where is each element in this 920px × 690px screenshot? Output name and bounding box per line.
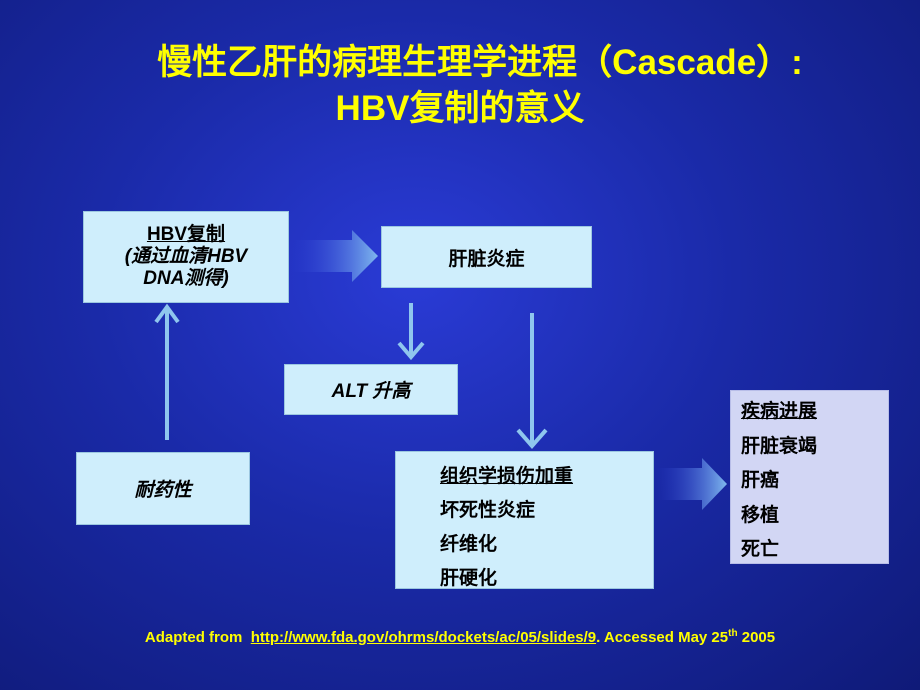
slide-title: 慢性乙肝的病理生理学进程（Cascade）: HBV复制的意义 xyxy=(0,40,920,132)
liver-label: 肝脏炎症 xyxy=(448,248,525,270)
tissue-item: 坏死性炎症 xyxy=(440,500,536,521)
hbv-replication-box: HBV复制 (通过血清HBV DNA测得) xyxy=(83,211,289,303)
title-line-1: 慢性乙肝的病理生理学进程（Cascade）: xyxy=(157,43,803,82)
source-footer: Adapted from http://www.fda.gov/ohrms/do… xyxy=(0,628,920,646)
outcome-heading: 疾病进展 xyxy=(741,401,818,422)
arrow-tissue-to-outcome xyxy=(656,458,727,510)
arrow-liver-to-tissue xyxy=(516,313,548,450)
source-link[interactable]: http://www.fda.gov/ohrms/dockets/ac/05/s… xyxy=(250,629,597,646)
resistance-label: 耐药性 xyxy=(134,480,192,501)
arrow-resistance-to-hbv xyxy=(154,303,180,440)
title-line-2: HBV复制的意义 xyxy=(335,89,585,128)
alt-label: ALT 升高 xyxy=(331,381,411,402)
outcome-item: 死亡 xyxy=(741,539,780,560)
footer-prefix: Adapted from xyxy=(144,629,243,646)
outcome-item: 肝癌 xyxy=(741,470,780,491)
footer-year: 2005 xyxy=(737,629,776,646)
footer-suffix: . Accessed May 25 xyxy=(596,629,729,646)
tissue-item: 肝硬化 xyxy=(440,568,498,589)
tissue-item: 纤维化 xyxy=(440,534,498,555)
disease-progression-box: 疾病进展 肝脏衰竭 肝癌 移植 死亡 xyxy=(730,390,889,564)
arrow-liver-to-alt xyxy=(397,303,425,361)
hbv-sub-2: DNA测得) xyxy=(143,268,229,289)
footer-sup: th xyxy=(728,628,738,639)
hbv-heading: HBV复制 xyxy=(146,224,226,245)
histological-damage-box: 组织学损伤加重 坏死性炎症 纤维化 肝硬化 xyxy=(395,451,654,589)
drug-resistance-box: 耐药性 xyxy=(76,452,250,525)
arrow-hbv-to-liver xyxy=(291,230,378,282)
tissue-heading: 组织学损伤加重 xyxy=(440,466,574,487)
hbv-sub-1: (通过血清HBV xyxy=(124,246,248,267)
outcome-item: 肝脏衰竭 xyxy=(741,435,818,457)
liver-inflammation-box: 肝脏炎症 xyxy=(381,226,592,288)
alt-elevation-box: ALT 升高 xyxy=(284,364,458,415)
outcome-item: 移植 xyxy=(741,504,780,526)
